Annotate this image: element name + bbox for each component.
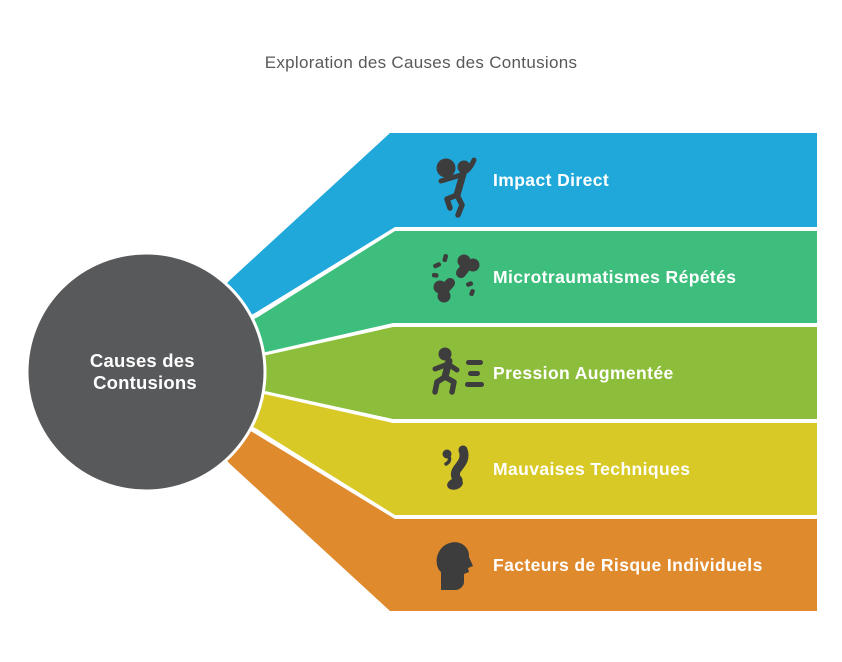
- center-node-label-line2: Contusions: [93, 372, 197, 393]
- volleyball-player-icon: [436, 157, 477, 218]
- bent-posture-icon: [442, 445, 469, 490]
- branch-band-microtraumatismes-repetes: [240, 231, 817, 355]
- branch-band-facteurs-de-risque-individuels: [216, 423, 817, 611]
- head-profile-icon: [436, 542, 473, 590]
- branch-label-facteurs-de-risque-individuels: Facteurs de Risque Individuels: [493, 555, 763, 575]
- center-node-label-line1: Causes des: [90, 350, 195, 371]
- center-node-label: Causes des Contusions: [90, 350, 200, 393]
- branch-band-pression-augmentee: [245, 327, 817, 419]
- branch-label-microtraumatismes-repetes: Microtraumatismes Répétés: [493, 267, 736, 287]
- diagram-title: Exploration des Causes des Contusions: [265, 53, 578, 72]
- branch-band-impact-direct: [216, 133, 817, 322]
- broken-bone-icon: [431, 254, 480, 303]
- branch-label-mauvaises-techniques: Mauvaises Techniques: [493, 459, 690, 479]
- running-person-icon: [432, 347, 484, 395]
- center-node: [25, 251, 267, 493]
- branch-band-mauvaises-techniques: [239, 390, 817, 515]
- branch-label-pression-augmentee: Pression Augmentée: [493, 363, 674, 383]
- branch-label-impact-direct: Impact Direct: [493, 170, 609, 190]
